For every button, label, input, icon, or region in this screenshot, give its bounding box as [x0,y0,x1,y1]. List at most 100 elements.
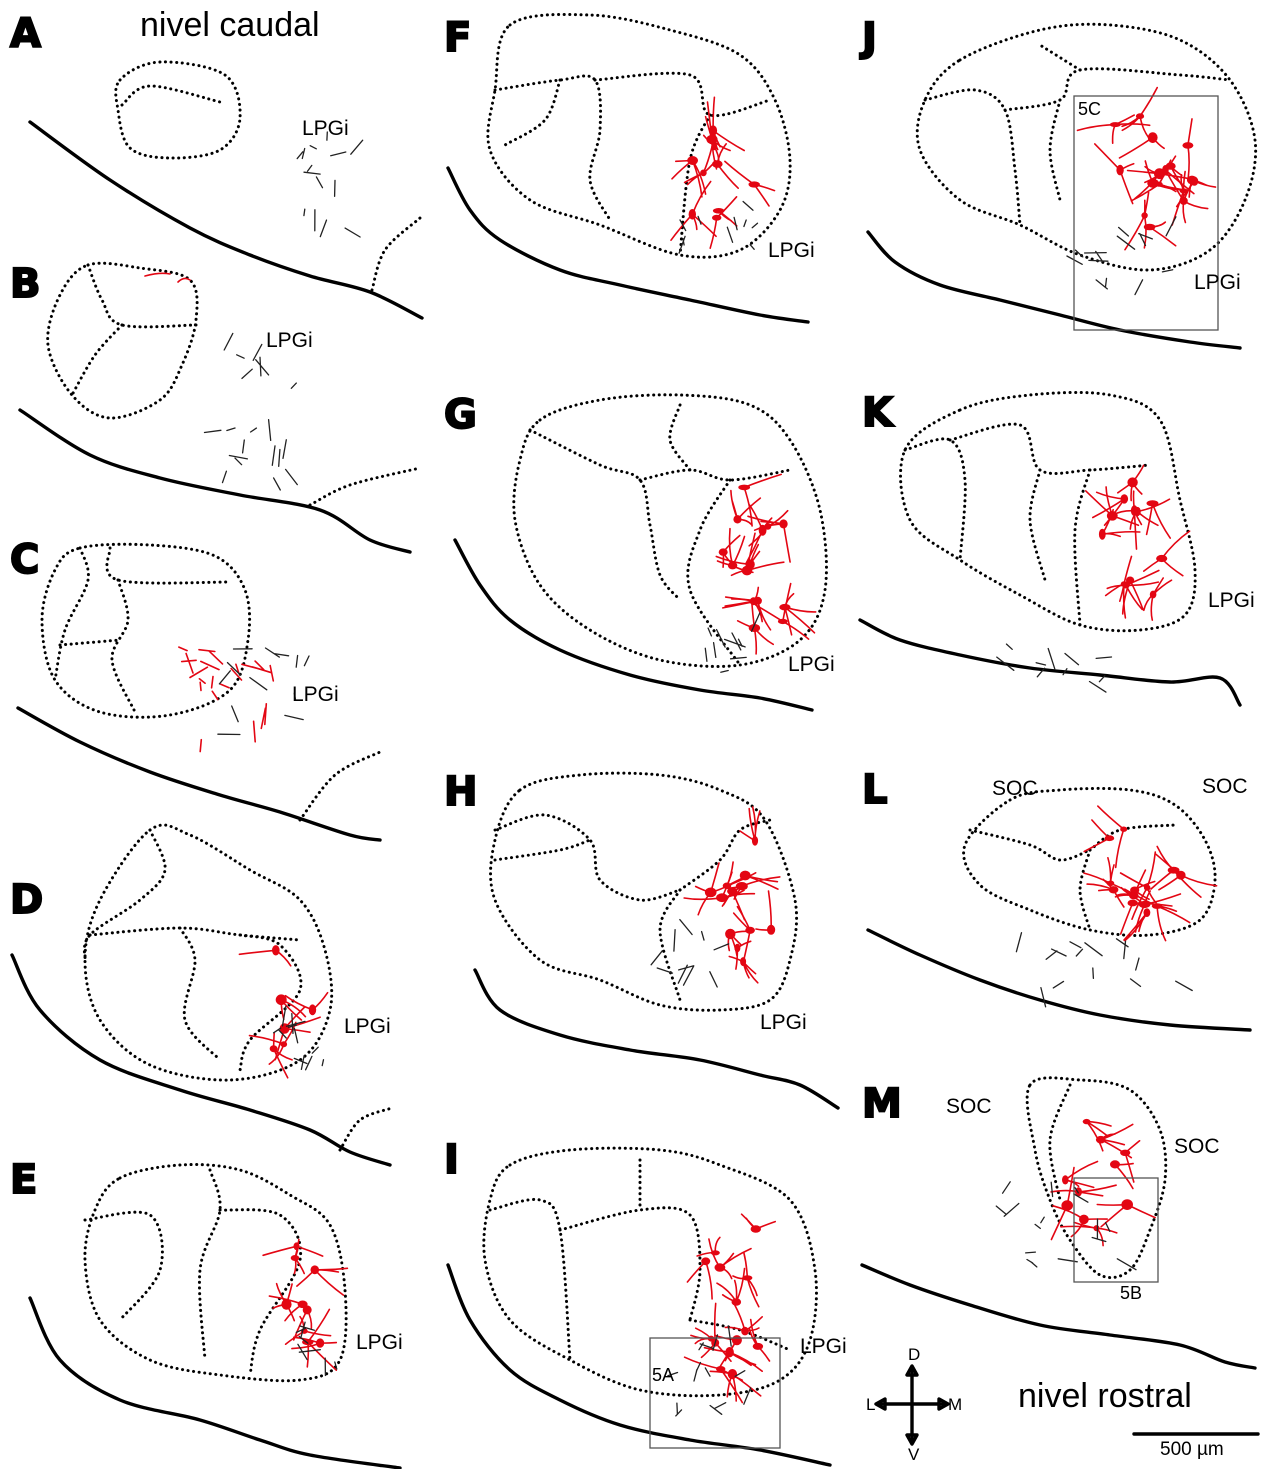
neurons-e-soma [281,1299,291,1310]
divider-f2 [505,80,560,145]
lateral-edge-a [372,218,420,290]
neurons-j-soma [1110,122,1121,127]
neurons-i-dendrite [725,1303,762,1331]
ventral-surface-d [12,955,390,1165]
inset-label-5c: 5C [1078,100,1101,118]
divider-g1 [530,430,680,600]
inset-box-5a [650,1338,780,1448]
neurons-i-soma [725,1347,734,1357]
neurons-g-soma [750,597,758,605]
lpgi-label-e: LPGi [356,1332,403,1353]
neurons-k-soma [1150,591,1157,599]
neurons-m-dendrite [1087,1122,1111,1151]
fibers-b [205,333,298,490]
orientation-lateral: L [866,1396,875,1413]
neurons-j-soma [1187,176,1197,185]
ventral-surface-m [862,1265,1255,1368]
panel-letter-d: D [10,880,43,920]
neurons-l-soma [1144,885,1151,891]
neurons-h-soma [725,929,735,939]
divider-c4 [60,640,120,645]
divider-j3 [1050,100,1060,200]
neurons-j-dendrite [1125,193,1149,250]
lpgi-label-i: LPGi [800,1336,847,1357]
panel-letter-e: E [10,1160,37,1200]
lpgi-label-g: LPGi [788,654,835,675]
neurons-c [179,647,273,752]
neurons-j-soma [1116,165,1123,176]
ventral-surface-h [475,970,838,1108]
ventral-surface-e [30,1298,400,1468]
neurons-k-soma [1099,529,1106,540]
outline-a [116,62,240,158]
neurons-l-soma [1109,886,1119,893]
outline-e [85,1165,346,1381]
neurons-j-dendrite [1078,115,1150,143]
neurons-h-soma [736,882,748,890]
fibers-k [997,644,1112,692]
divider-c3 [112,580,135,712]
neurons-f-soma [749,181,760,187]
neurons-m-soma [1094,1225,1100,1231]
divider-f3 [595,73,770,115]
neurons-m-dendrite [1125,1141,1139,1182]
soc-label-m-left: SOC [946,1096,992,1117]
outline-c [42,544,250,717]
neurons-l-soma [1120,827,1127,832]
neurons-j-soma [1141,212,1147,218]
divider-l3 [1080,850,1090,930]
neurons-f-soma [712,215,721,221]
neurons-l-dendrite [1084,820,1109,852]
neurons-g-dendrite [785,594,816,635]
divider-k1 [905,439,965,560]
neurons-h-dendrite [740,807,760,841]
neurons-g-soma [778,619,788,624]
divider-b1 [88,265,196,327]
divider-j2 [1005,69,1230,110]
orientation-ventral: V [908,1446,919,1463]
neurons-l-soma [1107,881,1114,887]
divider-l1 [970,830,1090,860]
neurons-f-soma [711,143,717,151]
neurons-l-soma [1168,867,1180,874]
neurons-j-soma [1182,142,1193,149]
panel-letter-m: M [862,1084,902,1124]
panel-letter-f: F [444,18,471,58]
orientation-medial: M [948,1396,962,1413]
neurons-h-soma [740,957,746,966]
panel-letter-b: B [10,264,41,304]
neurons-i-soma [701,1257,710,1265]
neurons-k-soma [1121,581,1127,586]
lpgi-label-f: LPGi [768,240,815,261]
neurons-i-soma [753,1343,763,1350]
ventral-surface-f [448,168,808,322]
neurons-g-dendrite [744,474,781,526]
divider-b2 [72,325,122,395]
panel-letter-i: I [444,1140,459,1180]
soc-label-l-left: SOC [992,778,1038,799]
neurons-g-soma [745,559,754,569]
panel-letter-h: H [444,772,477,812]
fibers-a [297,132,363,237]
neurons-h-soma [767,925,775,935]
ventral-surface-l [868,930,1250,1030]
divider-f1 [495,76,610,220]
neurons-e-dendrite [292,1337,336,1348]
divider-e2 [199,1170,220,1360]
neurons-l-soma [1144,908,1151,917]
neurons-m-soma [1121,1199,1133,1210]
neurons-f-soma [700,170,707,177]
fibers-j [1067,217,1176,295]
neurons-d-soma [309,1004,316,1015]
neurons-d-soma [281,1041,288,1047]
lpgi-label-k: LPGi [1208,590,1255,611]
neurons-k-soma [1156,555,1167,562]
outline-d [85,825,332,1080]
neurons-i-soma [741,1327,749,1336]
ventral-surface-a [30,122,422,318]
neurons-m-soma [1110,1160,1120,1168]
neurons-m-soma [1079,1215,1089,1225]
panel-letter-k: K [862,393,893,433]
divider-e1 [85,1212,162,1320]
neurons-g-soma [733,515,741,523]
